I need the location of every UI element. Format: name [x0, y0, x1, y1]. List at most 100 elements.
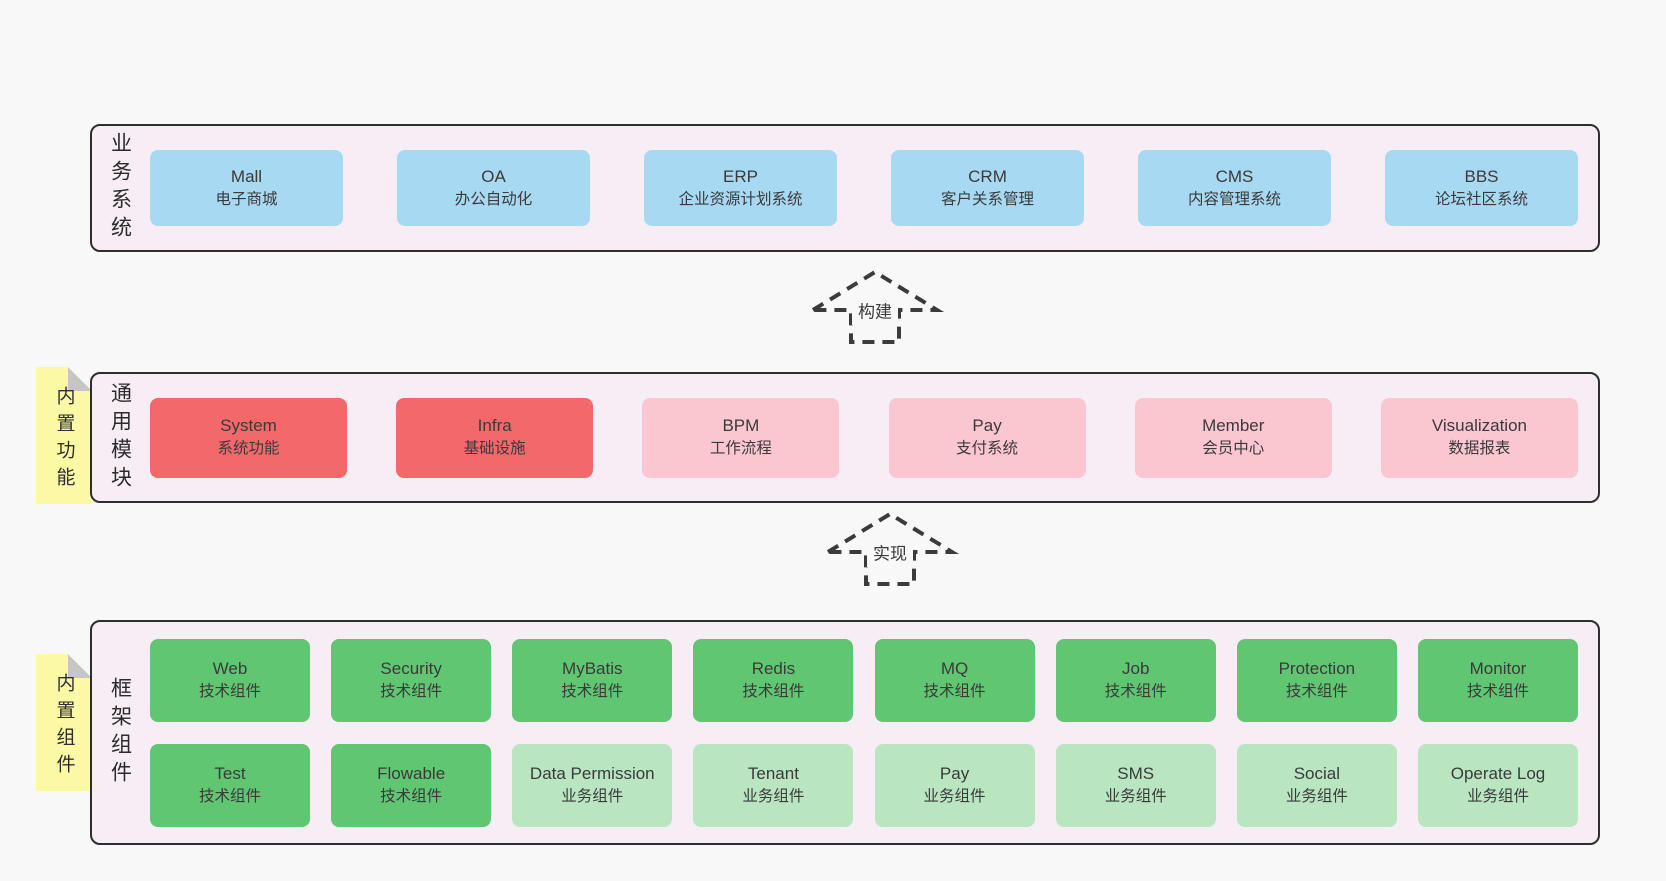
box-subtitle: 业务组件: [742, 787, 805, 805]
box-title: Social: [1293, 763, 1340, 783]
box-visualization: Visualization 数据报表: [1380, 397, 1578, 478]
box-title: Visualization: [1431, 416, 1527, 436]
panel-business-label: 业务系统: [108, 132, 132, 244]
box-mq: MQ 技术组件: [874, 638, 1035, 722]
panel-common-modules: 通用模块 System 系统功能 Infra 基础设施 BPM 工作流程 Pay…: [90, 372, 1600, 503]
box-title: MQ: [940, 658, 969, 678]
box-title: SMS: [1117, 763, 1155, 783]
modules-box-row: System 系统功能 Infra 基础设施 BPM 工作流程 Pay 支付系统…: [148, 374, 1598, 501]
arrow-build-outline: [805, 269, 945, 344]
arrow-implement-outline: [820, 511, 960, 586]
box-pay-module: Pay 支付系统: [888, 397, 1086, 478]
box-redis: Redis 技术组件: [693, 638, 854, 722]
box-subtitle: 数据报表: [1448, 440, 1511, 458]
note-built-in-functions: 内置功能: [36, 367, 92, 504]
box-social: Social 业务组件: [1236, 743, 1397, 827]
box-subtitle: 技术组件: [198, 682, 261, 700]
arrow-build-label: 构建: [858, 303, 892, 322]
box-member: Member 会员中心: [1134, 397, 1332, 478]
box-pay-component: Pay 业务组件: [874, 743, 1035, 827]
box-title: Security: [380, 658, 442, 678]
box-tenant: Tenant 业务组件: [693, 743, 854, 827]
box-cms: CMS 内容管理系统: [1138, 150, 1331, 226]
box-security: Security 技术组件: [331, 638, 492, 722]
box-subtitle: 系统功能: [217, 440, 280, 458]
box-subtitle: 办公自动化: [454, 190, 533, 208]
box-mall: Mall 电子商城: [150, 150, 343, 226]
box-infra: Infra 基础设施: [396, 397, 594, 478]
box-title: Web: [212, 658, 248, 678]
box-data-permission: Data Permission 业务组件: [512, 743, 673, 827]
box-subtitle: 技术组件: [742, 682, 805, 700]
box-title: Test: [214, 763, 246, 783]
business-box-row: Mall 电子商城 OA 办公自动化 ERP 企业资源计划系统 CRM 客户关系…: [148, 126, 1598, 250]
box-subtitle: 技术组件: [198, 787, 261, 805]
box-title: Operate Log: [1450, 763, 1546, 783]
box-protection: Protection 技术组件: [1236, 638, 1397, 722]
box-title: Data Permission: [529, 763, 655, 783]
box-system: System 系统功能: [150, 397, 347, 478]
box-subtitle: 业务组件: [1466, 787, 1529, 805]
box-web: Web 技术组件: [150, 638, 310, 722]
note-built-in-components-label: 内置组件: [53, 672, 75, 781]
box-test: Test 技术组件: [150, 743, 310, 827]
panel-business-systems: 业务系统 Mall 电子商城 OA 办公自动化 ERP 企业资源计划系统 CRM…: [90, 124, 1600, 252]
box-subtitle: 支付系统: [956, 440, 1019, 458]
box-subtitle: 业务组件: [1104, 787, 1167, 805]
box-title: Mall: [230, 166, 263, 186]
box-title: Pay: [972, 416, 1002, 436]
box-title: BPM: [722, 416, 760, 436]
box-title: BBS: [1464, 166, 1499, 186]
arrow-implement-label: 实现: [873, 545, 907, 564]
box-title: System: [220, 416, 277, 436]
box-subtitle: 业务组件: [561, 787, 624, 805]
box-job: Job 技术组件: [1055, 638, 1216, 722]
box-title: Tenant: [747, 763, 799, 783]
box-title: MyBatis: [562, 658, 623, 678]
box-title: OA: [481, 166, 506, 186]
box-subtitle: 论坛社区系统: [1434, 190, 1528, 208]
arrow-implement: 实现: [820, 511, 960, 586]
box-oa: OA 办公自动化: [397, 150, 590, 226]
box-title: Flowable: [377, 763, 446, 783]
box-subtitle: 技术组件: [923, 682, 986, 700]
arrow-implement-label-bg: [867, 539, 913, 567]
box-subtitle: 电子商城: [215, 190, 278, 208]
box-subtitle: 企业资源计划系统: [678, 190, 803, 208]
box-monitor: Monitor 技术组件: [1417, 638, 1578, 722]
box-title: Job: [1121, 658, 1150, 678]
framework-box-row-1: Web 技术组件 Security 技术组件 MyBatis 技术组件 Redi…: [148, 638, 1598, 722]
framework-box-row-2: Test 技术组件 Flowable 技术组件 Data Permission …: [148, 743, 1598, 827]
box-title: Pay: [939, 763, 970, 783]
arrow-build: 构建: [805, 269, 945, 344]
box-title: Protection: [1278, 658, 1356, 678]
box-title: ERP: [723, 166, 758, 186]
box-title: Monitor: [1469, 658, 1527, 678]
box-subtitle: 基础设施: [463, 440, 526, 458]
box-subtitle: 内容管理系统: [1187, 190, 1281, 208]
panel-framework-components: 框架组件 Web 技术组件 Security 技术组件 MyBatis 技术组件…: [90, 620, 1600, 845]
box-subtitle: 业务组件: [923, 787, 986, 805]
box-sms: SMS 业务组件: [1055, 743, 1216, 827]
box-mybatis: MyBatis 技术组件: [512, 638, 673, 722]
box-subtitle: 技术组件: [380, 787, 443, 805]
note-built-in-functions-label: 内置功能: [53, 385, 75, 494]
box-subtitle: 技术组件: [1466, 682, 1529, 700]
box-subtitle: 技术组件: [1285, 682, 1348, 700]
box-subtitle: 会员中心: [1202, 440, 1265, 458]
box-subtitle: 客户关系管理: [940, 190, 1034, 208]
box-title: CMS: [1215, 166, 1254, 186]
panel-modules-label: 通用模块: [108, 381, 132, 494]
framework-rows: Web 技术组件 Security 技术组件 MyBatis 技术组件 Redi…: [148, 622, 1598, 843]
panel-framework-label: 框架组件: [108, 676, 132, 789]
box-title: Member: [1202, 416, 1265, 436]
box-erp: ERP 企业资源计划系统: [644, 150, 837, 226]
box-title: Redis: [751, 658, 796, 678]
box-bpm: BPM 工作流程: [642, 397, 840, 478]
box-crm: CRM 客户关系管理: [891, 150, 1084, 226]
box-subtitle: 工作流程: [709, 440, 772, 458]
box-operate-log: Operate Log 业务组件: [1417, 743, 1578, 827]
arrow-build-label-bg: [852, 297, 898, 325]
box-bbs: BBS 论坛社区系统: [1385, 150, 1578, 226]
